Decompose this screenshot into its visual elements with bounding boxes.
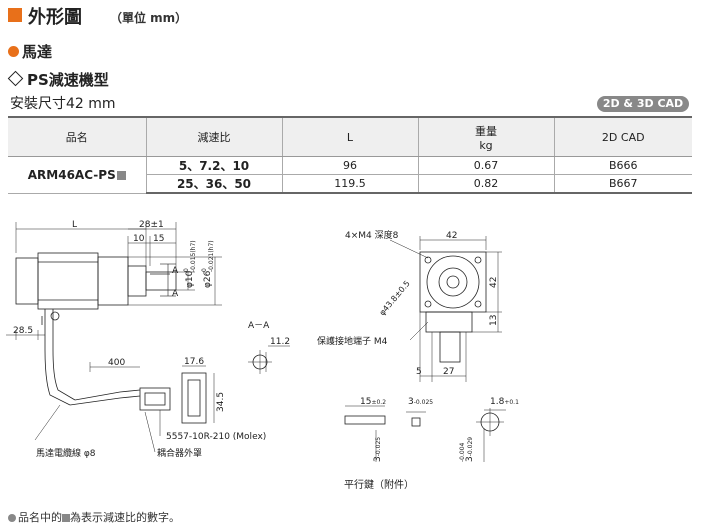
unit-label: （單位 mm） (110, 11, 188, 25)
dim-42-v: 42 (489, 277, 499, 288)
dim-15: 15 (153, 234, 164, 244)
gearhead-body (97, 256, 129, 306)
label-molex: 5557-10R-210 (Molex) (166, 432, 266, 442)
section-mark-a2: A (172, 289, 179, 299)
connector-body (139, 387, 171, 411)
cad-cell[interactable]: B667 (553, 174, 692, 194)
title-marker (8, 8, 22, 22)
gearhead-pilot (127, 265, 147, 297)
dim-28: 28±1 (139, 220, 164, 230)
cad-cell[interactable]: B666 (553, 156, 692, 175)
section-title-aa: A－A (248, 321, 270, 331)
dim-11-2: 11.2 (270, 337, 290, 347)
table-row: ARM46AC-PS 5、7.2、10 96 0.67 B666 (8, 156, 692, 194)
motor-body (37, 252, 99, 310)
dim-28-5: 28.5 (13, 326, 33, 336)
dim-key-15: 15±0.2 (360, 397, 386, 407)
label-motor-cable: 馬達電纜線 φ8 (36, 447, 96, 459)
dim-key-3-v2-tol: -0.004 (459, 442, 466, 462)
l-cell: 96 (281, 156, 419, 175)
section-mark-a1: A (172, 266, 179, 276)
motor-rear-cover (15, 257, 39, 305)
footnote: 品名中的為表示減速比的數字。 (8, 509, 180, 525)
front-view-output (439, 331, 461, 363)
parallel-key-top (344, 415, 386, 425)
dim-phi10-tol: -0.015(h7) (190, 240, 197, 272)
section-bullet (8, 46, 19, 57)
dim-key-3: 3-0.025 (408, 397, 433, 407)
dim-34-5: 34.5 (216, 392, 226, 412)
section-title: 馬達 (22, 43, 53, 61)
weight-cell: 0.82 (417, 174, 555, 194)
dim-key-1-8: 1.8+0.1 (490, 397, 519, 407)
dim-phi26: φ26 (203, 270, 213, 288)
label-coupling-cover: 耦合器外罩 (157, 447, 202, 459)
coupling-cover (181, 372, 207, 424)
weight-cell: 0.67 (417, 156, 555, 175)
output-shaft (145, 271, 177, 291)
ratio-cell: 5、7.2、10 (145, 156, 283, 175)
table-row: 25、36、50 119.5 0.82 B667 (8, 174, 692, 194)
dim-17-6: 17.6 (184, 357, 204, 367)
dim-5: 5 (416, 367, 422, 377)
dim-13: 13 (489, 315, 499, 326)
dim-42-h: 42 (446, 231, 457, 241)
ratio-placeholder-icon (62, 514, 70, 522)
col-cad: 2D CAD (553, 116, 692, 157)
page-title: 外形圖 (28, 7, 82, 28)
cad-badge[interactable]: 2D & 3D CAD (597, 96, 689, 112)
col-l: L (281, 116, 419, 157)
dim-phi26-tol: -0.021(h7) (208, 240, 215, 272)
type-label: PS減速機型 (27, 71, 109, 89)
col-ratio: 減速比 (145, 116, 283, 157)
ratio-cell: 25、36、50 (146, 174, 283, 194)
model-cell: ARM46AC-PS (8, 156, 147, 194)
dim-l: L (72, 220, 77, 230)
label-screws: 4×M4 深度8 (345, 229, 399, 241)
size-label: 安裝尺寸42 mm (10, 96, 116, 112)
dim-phi43-8: φ43.8±0.5 (378, 279, 412, 317)
dim-27: 27 (443, 367, 454, 377)
front-view-flange (419, 251, 487, 313)
parallel-key-end (411, 417, 421, 427)
label-ground-terminal: 保護接地端子 M4 (317, 335, 388, 347)
dim-phi10: φ10 (185, 270, 195, 288)
dim-phi26-zero: 0 (201, 268, 208, 272)
dim-400: 400 (108, 358, 125, 368)
dim-key-3-v2: 3-0.029 (465, 437, 475, 462)
ratio-placeholder-icon (116, 170, 126, 180)
dim-phi10-zero: 0 (183, 268, 190, 272)
dim-key-3-v: 3-0.025 (373, 437, 383, 462)
dim-10: 10 (133, 234, 145, 244)
label-parallel-key: 平行鍵（附件） (344, 478, 414, 491)
bullet-icon (8, 514, 16, 522)
motor-cable (44, 309, 71, 406)
col-name: 品名 (8, 116, 147, 157)
